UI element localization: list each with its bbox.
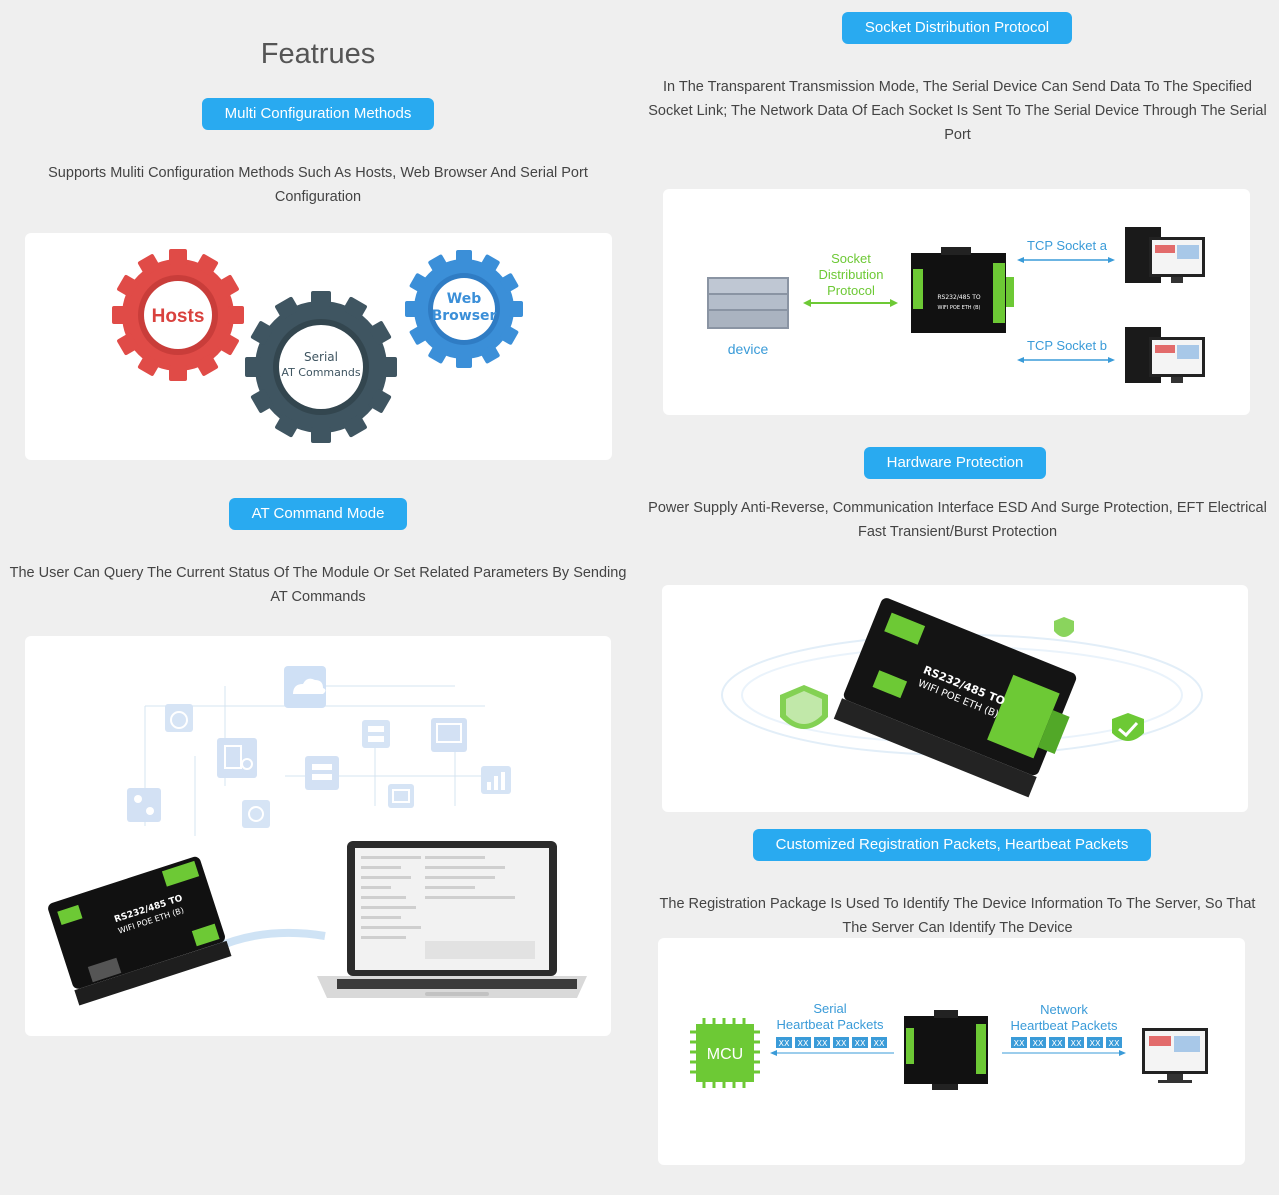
computer-b-icon — [1125, 327, 1205, 383]
shield-left-icon — [780, 685, 828, 729]
serial-packets: XX XX XX XX XX XX — [770, 1037, 894, 1056]
heartbeat-diagram: MCU Serial Heartbeat Packets XX XX XX XX… — [658, 938, 1245, 1165]
hardware-desc-line1: Power Supply Anti-Reverse, Communication… — [648, 500, 1267, 516]
converter-device-icon: RS232/485 TO WIFI POE ETH (B) — [48, 856, 232, 1006]
serial-heartbeat-label2: Heartbeat Packets — [777, 1017, 884, 1032]
packet-label: XX — [817, 1039, 828, 1048]
packet-label: XX — [1071, 1039, 1082, 1048]
registration-desc-line1: The Registration Package Is Used To Iden… — [659, 896, 1256, 912]
browser-label: Browser — [432, 308, 497, 324]
at-commands-label: AT Commands — [281, 366, 360, 379]
shield-check-icon — [1112, 713, 1144, 741]
packet-label: XX — [855, 1039, 866, 1048]
chip-icon — [242, 800, 270, 828]
registration-desc-line2: The Server Can Identify The Device — [842, 920, 1073, 936]
network-packets: XX XX XX XX XX XX — [1002, 1037, 1126, 1056]
multi-configuration-button[interactable]: Multi Configuration Methods — [202, 98, 434, 130]
socket-desc-line3: Port — [944, 127, 971, 143]
socket-desc-line1: In The Transparent Transmission Mode, Th… — [663, 79, 1252, 95]
multi-config-description: Supports Muliti Configuration Methods Su… — [0, 161, 636, 209]
protocol-label-line1: Socket — [831, 251, 871, 266]
packet-label: XX — [798, 1039, 809, 1048]
packet-label: XX — [1014, 1039, 1025, 1048]
hosts-label: Hosts — [152, 306, 205, 327]
device-label: device — [728, 341, 769, 357]
packet-label: XX — [874, 1039, 885, 1048]
socket-b-arrow-icon — [1017, 357, 1115, 363]
serial-label: Serial — [304, 350, 338, 364]
gauge-icon — [165, 704, 193, 732]
at-desc-line2: AT Commands — [270, 589, 366, 605]
heartbeat-module-icon — [904, 1010, 988, 1090]
socket-description: In The Transparent Transmission Mode, Th… — [636, 75, 1279, 147]
users-icon — [127, 788, 161, 822]
cloud-icon — [284, 666, 326, 708]
socket-module-icon: RS232/485 TO WIFI POE ETH (B) — [911, 247, 1014, 333]
packet-label: XX — [1052, 1039, 1063, 1048]
at-desc-line1: The User Can Query The Current Status Of… — [9, 565, 627, 581]
hardware-protection-illustration: RS232/485 TO WIFI POE ETH (B) — [662, 585, 1248, 812]
socket-module-label1: RS232/485 TO — [937, 294, 980, 301]
search-document-icon — [217, 738, 257, 778]
tcp-socket-b-label: TCP Socket b — [1027, 338, 1107, 353]
hardware-description: Power Supply Anti-Reverse, Communication… — [636, 496, 1279, 544]
server-rack-icon — [707, 277, 789, 329]
network-heartbeat-label1: Network — [1040, 1002, 1088, 1017]
packet-label: XX — [1109, 1039, 1120, 1048]
tcp-socket-a-label: TCP Socket a — [1027, 238, 1108, 253]
registration-heartbeat-button[interactable]: Customized Registration Packets, Heartbe… — [753, 829, 1151, 861]
computer-a-icon — [1125, 227, 1205, 283]
hardware-protection-button[interactable]: Hardware Protection — [864, 447, 1046, 479]
laptop-icon — [317, 841, 587, 998]
protocol-arrow-icon — [803, 299, 898, 307]
network-heartbeat-label2: Heartbeat Packets — [1011, 1018, 1118, 1033]
multi-config-desc-line1: Supports Muliti Configuration Methods Su… — [48, 165, 588, 181]
shield-small-icon — [1054, 617, 1074, 637]
at-command-mode-button[interactable]: AT Command Mode — [229, 498, 407, 530]
hardware-desc-line2: Fast Transient/Burst Protection — [857, 524, 1058, 540]
web-browser-gear-icon: Web Browser — [405, 250, 523, 368]
multi-config-desc-line2: Configuration — [274, 189, 362, 205]
bar-chart-icon — [481, 766, 511, 794]
serial-at-gear-icon: Serial AT Commands — [245, 291, 397, 443]
socket-desc-line2: Socket Link; The Network Data Of Each So… — [648, 103, 1267, 119]
mcu-label: MCU — [707, 1046, 743, 1063]
protocol-label-line3: Protocol — [827, 283, 875, 298]
storage-icon — [305, 756, 339, 790]
at-command-description: The User Can Query The Current Status Of… — [0, 561, 636, 609]
protected-device-icon: RS232/485 TO WIFI POE ETH (B) — [833, 598, 1077, 798]
serial-heartbeat-label1: Serial — [813, 1001, 846, 1016]
packet-label: XX — [779, 1039, 790, 1048]
network-computer-icon — [1142, 1028, 1208, 1083]
hosts-gear-icon: Hosts — [112, 249, 244, 381]
keyboard-icon — [388, 784, 414, 808]
monitor-settings-icon — [431, 718, 467, 752]
packet-label: XX — [1033, 1039, 1044, 1048]
page-title: Featrues — [260, 38, 376, 70]
protocol-label-line2: Distribution — [818, 267, 883, 282]
socket-module-label2: WIFI POE ETH (B) — [938, 305, 981, 311]
packet-label: XX — [836, 1039, 847, 1048]
at-command-illustration: RS232/485 TO WIFI POE ETH (B) — [25, 636, 611, 1036]
web-label: Web — [447, 291, 481, 307]
mcu-chip-icon: MCU — [690, 1018, 760, 1088]
socket-distribution-button[interactable]: Socket Distribution Protocol — [842, 12, 1072, 44]
socket-a-arrow-icon — [1017, 257, 1115, 263]
socket-diagram: device Socket Distribution Protocol RS23… — [663, 189, 1250, 415]
registration-description: The Registration Package Is Used To Iden… — [636, 892, 1279, 940]
server-icon — [362, 720, 390, 748]
gears-illustration: Hosts — [25, 233, 612, 460]
packet-label: XX — [1090, 1039, 1101, 1048]
